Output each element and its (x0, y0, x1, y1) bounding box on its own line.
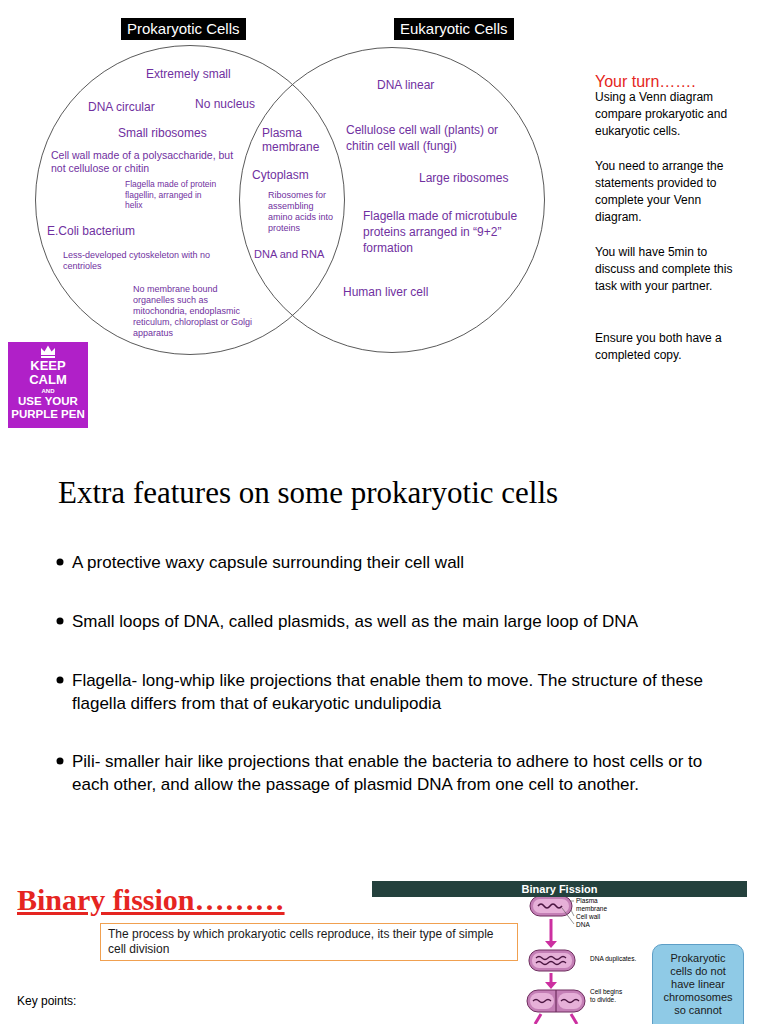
bullet-text: A protective waxy capsule surrounding th… (72, 551, 732, 574)
circle-heading: Eukaryotic Cells (394, 18, 514, 40)
cell-symbol (555, 990, 556, 1012)
statement: Cell wall made of a polysaccharide, but … (51, 149, 246, 175)
statement: Flagella made of protein flagellin, arra… (125, 179, 217, 211)
dna-symbol (538, 904, 562, 908)
shared-statement: Ribosomes for assembling amino acids int… (268, 190, 340, 234)
statement: Human liver cell (343, 285, 428, 299)
arrow-symbol (550, 919, 553, 942)
step-label: DNA duplicates. (590, 955, 636, 963)
dna-symbol (533, 1000, 579, 1003)
poster-text: USE YOUR PURPLE PEN (10, 395, 86, 421)
crown-icon (40, 345, 56, 358)
step-label: Cell begins to divide. (590, 988, 624, 1003)
bullet-dot (57, 758, 64, 765)
statement: Less-developed cytoskeleton with no cent… (63, 250, 233, 272)
cell-symbol (527, 990, 585, 1012)
bullet-text: Flagella- long-whip like projections tha… (72, 669, 732, 715)
statement: Extremely small (146, 67, 231, 81)
bullet-text: Small loops of DNA, called plasmids, as … (72, 610, 732, 633)
statement: E.Coli bacterium (47, 224, 135, 238)
statement: Large ribosomes (419, 171, 508, 185)
cell-symbol (533, 899, 569, 913)
section-heading: Binary fission……… (17, 882, 285, 918)
figure-title-band: Binary Fission (372, 881, 747, 897)
statement: No nucleus (195, 97, 255, 111)
figure-title: Binary Fission (376, 882, 743, 896)
bullet-dot (57, 618, 64, 625)
leader-line (571, 910, 574, 916)
arrow-symbol (535, 1014, 541, 1024)
instruction-text: You need to arrange the statements provi… (595, 158, 733, 226)
arrow-symbol (550, 973, 553, 983)
leader-line (570, 901, 574, 902)
part-label: Cell wall (576, 913, 600, 921)
shared-statement: Cytoplasm (252, 168, 309, 182)
bullet-dot (57, 559, 64, 566)
bullet-text: Pili- smaller hair like projections that… (72, 750, 732, 796)
poster-text: AND (10, 387, 86, 395)
definition-box: The process by which prokaryotic cells r… (100, 923, 518, 961)
cell-symbol (532, 953, 572, 968)
arrow-symbol (571, 1014, 577, 1024)
task-heading: Your turn……. (595, 72, 696, 91)
part-label: DNA (576, 921, 590, 929)
statement: Flagella made of microtubule proteins ar… (363, 208, 545, 256)
poster-text: KEEP CALM (10, 359, 86, 387)
shared-statement: Plasma membrane (262, 126, 326, 154)
shared-statement: DNA and RNA (254, 248, 324, 261)
statement: Cellulose cell wall (plants) or chitin c… (346, 122, 521, 154)
leader-line (562, 908, 574, 924)
note-text: Prokaryotic cells do not have linear chr… (661, 952, 735, 1017)
note-box: Prokaryotic cells do not have linear chr… (652, 944, 744, 1024)
instruction-text: You will have 5min to discuss and comple… (595, 244, 733, 295)
arrow-symbol (545, 941, 557, 948)
bullet-dot (57, 677, 64, 684)
instruction-text: Ensure you both have a completed copy. (595, 330, 733, 364)
part-label: Plasma membrane (576, 897, 614, 912)
arrow-symbol (545, 982, 557, 989)
statement: Small ribosomes (118, 126, 207, 140)
circle-heading: Prokaryotic Cells (121, 18, 246, 40)
definition-text: The process by which prokaryotic cells r… (108, 927, 510, 957)
bullet-dots (57, 559, 64, 765)
poster-box: KEEP CALMANDUSE YOUR PURPLE PEN (8, 342, 88, 428)
dna-symbol (536, 957, 566, 965)
statement: DNA linear (377, 78, 434, 92)
statement: No membrane bound organelles such as mit… (133, 284, 261, 339)
subheading: Key points: (17, 994, 76, 1008)
section-heading: Extra features on some prokaryotic cells (58, 474, 558, 511)
statement: DNA circular (88, 100, 155, 114)
cell-symbol (529, 950, 575, 971)
instruction-text: Using a Venn diagram compare prokaryotic… (595, 89, 733, 140)
